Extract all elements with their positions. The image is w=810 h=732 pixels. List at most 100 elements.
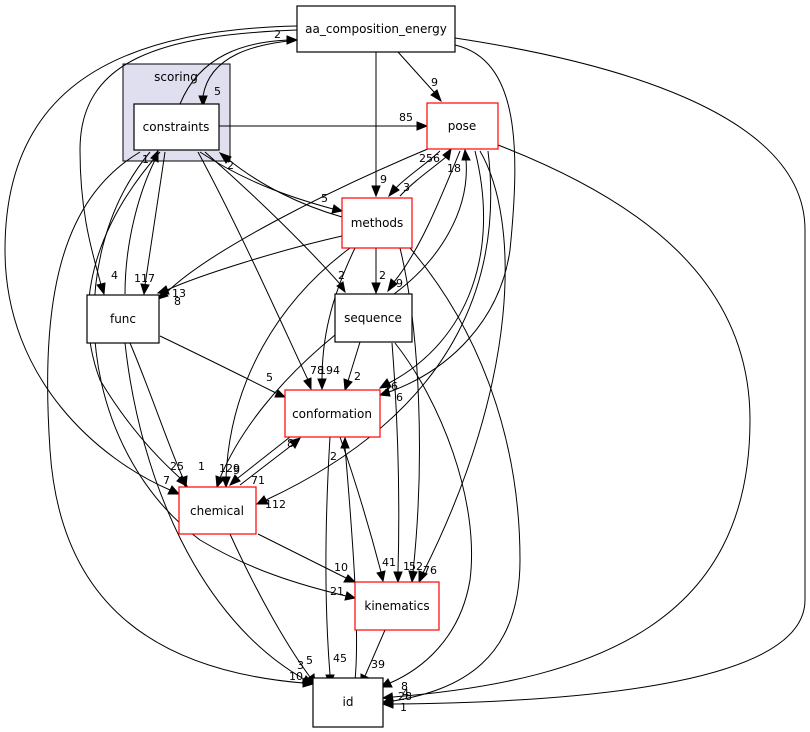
edge-constraints-to-func <box>140 151 166 296</box>
edge-sequence-to-chemical <box>215 334 336 489</box>
node-constraints-label: constraints <box>143 120 210 134</box>
edge-methods-to-constraints <box>218 152 343 218</box>
label-aa-func: 4 <box>111 269 118 282</box>
edge-methods-to-kinematics <box>399 247 420 584</box>
node-aa-composition-energy[interactable]: aa_composition_energy <box>296 5 456 53</box>
label-func-conformation: 5 <box>266 371 273 384</box>
node-id[interactable]: id <box>312 677 384 728</box>
label-conformation-id: 45 <box>333 652 347 665</box>
edge-func-to-constraints <box>124 149 159 295</box>
label-constraints-chemical: 9 <box>233 464 240 477</box>
label-pose-methods: 3 <box>403 181 410 194</box>
label-func-id: 3 <box>297 659 304 672</box>
label-methods-pose: 256 <box>419 152 440 165</box>
label-pose-id: 8 <box>401 680 408 693</box>
edge-pose-to-conformation <box>378 150 485 389</box>
label-methods-constraints: 2 <box>227 159 234 172</box>
node-methods[interactable]: methods <box>341 197 413 249</box>
node-sequence-label: sequence <box>344 311 402 325</box>
node-constraints[interactable]: constraints <box>133 103 220 151</box>
label-sequence-pose: 18 <box>447 162 461 175</box>
edge-sequence-to-pose <box>393 148 471 295</box>
node-aa-composition-energy-label: aa_composition_energy <box>305 22 447 36</box>
label-methods-id: 28 <box>398 690 412 703</box>
label-kinematics-conformation: 2 <box>330 450 337 463</box>
edge-constraints-to-aa <box>179 35 299 105</box>
edge-constraints-to-id <box>47 151 315 688</box>
label-func-chemical: 25 <box>170 460 184 473</box>
node-conformation[interactable]: conformation <box>284 389 381 438</box>
label-pose-sequence: 9 <box>396 277 403 290</box>
edge-constraints-to-conformation <box>197 151 312 391</box>
edge-chemical-to-kinematics <box>257 533 357 583</box>
label-chemical-conformation: 8 <box>287 437 294 450</box>
label-aa-conformation: 6 <box>396 391 403 404</box>
edge-methods-to-sequence <box>371 248 381 295</box>
node-kinematics-label: kinematics <box>364 599 429 613</box>
edge-methods-to-conformation <box>317 247 356 391</box>
edge-sequence-to-kinematics <box>391 342 403 584</box>
node-conformation-label: conformation <box>292 407 372 421</box>
label-aa-methods: 9 <box>380 173 387 186</box>
label-constraints-aa: 2 <box>274 28 281 41</box>
edge-aa-to-conformation <box>378 44 516 397</box>
edge-constraints-to-kinematics <box>93 151 357 601</box>
label-methods-chemical: 129 <box>219 462 240 475</box>
label-pose-func: 8 <box>174 295 181 308</box>
node-kinematics[interactable]: kinematics <box>354 581 440 631</box>
edge-constraints-to-chemical <box>87 151 189 488</box>
edge-constraints-to-pose <box>219 121 429 131</box>
label-methods-sequence: 2 <box>379 269 386 282</box>
label-methods-kinematics: 52 <box>409 560 423 573</box>
label-constraints-methods: 5 <box>321 192 328 205</box>
label-methods-conformation: 194 <box>319 364 340 377</box>
edges <box>4 25 806 709</box>
edge-conformation-to-chemical <box>228 436 291 486</box>
label-methods-func: 13 <box>172 287 186 300</box>
node-func-label: func <box>110 312 136 326</box>
edge-func-to-conformation <box>159 335 287 398</box>
label-constraints-id: 10 <box>289 670 303 683</box>
label-constraints-kinematics: 21 <box>330 585 344 598</box>
edge-pose-to-methods <box>388 150 441 198</box>
edge-kinematics-to-conformation <box>340 436 358 681</box>
label-pose-conformation: 96 <box>384 380 398 393</box>
node-chemical[interactable]: chemical <box>178 486 257 535</box>
label-conformation-kinematics: 41 <box>382 556 396 569</box>
node-id-label: id <box>343 695 354 709</box>
node-methods-label: methods <box>351 216 404 230</box>
label-sequence-conformation: 2 <box>354 370 361 383</box>
edge-methods-to-pose <box>399 147 452 197</box>
edge-pose-to-chemical <box>255 150 492 505</box>
edge-sequence-to-id <box>379 342 473 688</box>
label-chemical-kinematics: 10 <box>334 561 348 574</box>
cluster-scoring-title: scoring <box>154 70 198 84</box>
label-sequence-chemical: 1 <box>198 460 205 473</box>
edge-labels: 5 2 9 85 3 256 9 5 2 9 18 2 2 4 117 1 13… <box>111 28 461 714</box>
edge-aa-to-pose <box>397 51 442 103</box>
label-aa-pose: 9 <box>431 76 438 89</box>
edge-conformation-to-id <box>325 436 335 687</box>
label-constraints-func: 117 <box>134 272 155 285</box>
edge-methods-to-func <box>156 235 343 295</box>
edge-pose-to-func <box>156 147 431 300</box>
edge-sequence-to-conformation <box>343 341 361 392</box>
label-pose-kinematics: 76 <box>423 564 437 577</box>
label-constraints-sequence: 2 <box>338 269 345 282</box>
edge-aa-to-chemical <box>4 25 298 495</box>
edge-chemical-to-conformation <box>239 437 301 486</box>
edge-methods-to-chemical <box>221 247 351 489</box>
label-kinematics-id: 39 <box>371 658 385 671</box>
node-sequence[interactable]: sequence <box>334 293 413 343</box>
edge-pose-to-sequence <box>387 150 461 293</box>
label-aa-chemical: 7 <box>163 474 170 487</box>
label-constraints-pose: 85 <box>399 111 413 124</box>
node-func[interactable]: func <box>86 294 160 344</box>
label-func-constraints: 1 <box>142 153 149 166</box>
label-aa-constraints: 5 <box>214 85 221 98</box>
label-pose-chemical: 112 <box>265 498 286 511</box>
label-sequence-id: 4 <box>402 687 409 700</box>
node-pose[interactable]: pose <box>426 102 499 150</box>
label-aa-id: 1 <box>400 701 407 714</box>
